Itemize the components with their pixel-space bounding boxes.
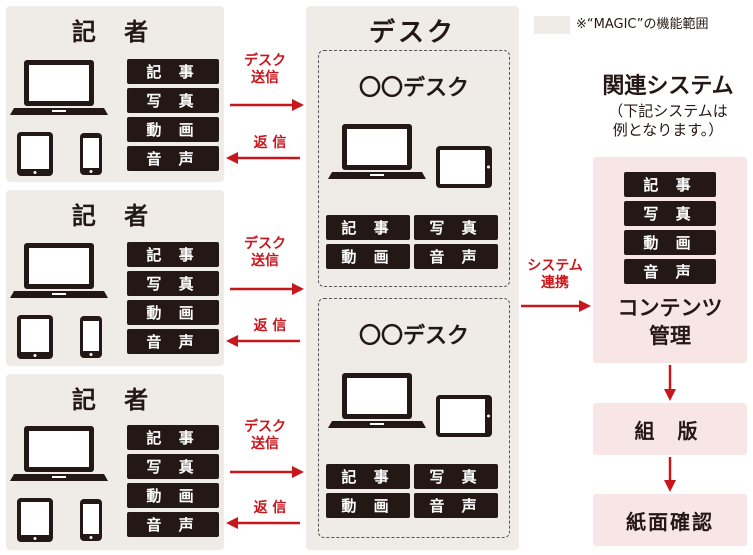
cms-label: コンテンツ管理 — [617, 296, 723, 348]
desk-tag-article: 記 事 — [326, 464, 410, 489]
desk-tag-photo: 写 真 — [414, 215, 498, 240]
phone-icon — [80, 133, 102, 175]
tag-photo: 写 真 — [127, 271, 219, 296]
reporter-3-devices — [10, 426, 108, 542]
laptop-icon — [328, 124, 426, 179]
tag-audio: 音 声 — [127, 512, 219, 537]
legend-swatch — [534, 16, 570, 34]
reply-label-1: 返 信 — [253, 135, 287, 151]
desk-1-devices — [328, 124, 492, 188]
tag-article: 記 事 — [127, 425, 219, 450]
tag-audio: 音 声 — [127, 146, 219, 171]
tag-article: 記 事 — [127, 242, 219, 267]
reporter-2-devices — [10, 243, 108, 359]
desk-name-2: 〇〇デスク — [358, 324, 469, 349]
desk-tag-audio: 音 声 — [414, 493, 498, 518]
arrowhead-icon — [292, 99, 304, 111]
desk-panel — [306, 6, 519, 550]
laptop-icon — [10, 243, 108, 298]
laptop-icon — [10, 426, 108, 481]
cms-tag-article: 記 事 — [624, 172, 716, 197]
arrowhead-icon — [292, 283, 304, 295]
desk-2-devices — [328, 373, 492, 437]
reporter-title-3: 記 者 — [71, 386, 159, 414]
arrowhead-icon — [292, 466, 304, 478]
laptop-icon — [328, 373, 426, 428]
related-note: （下記システムは例となります。） — [608, 102, 728, 139]
phone-icon — [80, 499, 102, 541]
desk-tag-audio: 音 声 — [414, 244, 498, 269]
reply-label-3: 返 信 — [253, 500, 287, 516]
send-label-3: デスク送信 — [244, 419, 286, 452]
cms-tag-video: 動 画 — [624, 230, 716, 255]
tag-photo: 写 真 — [127, 88, 219, 113]
arrowhead-icon — [226, 152, 238, 164]
desk-name-1: 〇〇デスク — [358, 76, 469, 101]
send-label-1: デスク送信 — [244, 53, 286, 86]
reporter-title-2: 記 者 — [71, 202, 159, 230]
laptop-icon — [10, 60, 108, 115]
desk-tag-article: 記 事 — [326, 215, 410, 240]
cms-tag-audio: 音 声 — [624, 259, 716, 284]
arrowhead-icon — [226, 517, 238, 529]
desk-box-2 — [318, 298, 510, 538]
system-link-label: システム連携 — [527, 258, 583, 291]
tag-video: 動 画 — [127, 300, 219, 325]
tag-video: 動 画 — [127, 483, 219, 508]
tablet-icon — [436, 146, 492, 188]
tablet-icon — [17, 498, 53, 542]
desk-tag-video: 動 画 — [326, 493, 410, 518]
reply-label-2: 返 信 — [253, 318, 287, 334]
typeset-box: 組 版 — [593, 403, 747, 455]
related-title: 関連システム — [602, 74, 734, 99]
proof-box: 紙面確認 — [593, 494, 747, 546]
cms-tag-photo: 写 真 — [624, 201, 716, 226]
arrowhead-icon — [664, 480, 676, 492]
send-label-2: デスク送信 — [244, 236, 286, 269]
desk-box-1 — [318, 50, 510, 287]
tablet-icon — [17, 315, 53, 359]
legend-text: ※“MAGIC”の機能範囲 — [576, 17, 709, 32]
tag-photo: 写 真 — [127, 454, 219, 479]
tag-article: 記 事 — [127, 59, 219, 84]
tablet-icon — [17, 132, 53, 176]
desk-title: デスク — [368, 18, 456, 48]
tag-video: 動 画 — [127, 117, 219, 142]
tag-audio: 音 声 — [127, 329, 219, 354]
phone-icon — [80, 316, 102, 358]
tablet-icon — [436, 395, 492, 437]
arrowhead-icon — [579, 300, 591, 312]
desk-tag-video: 動 画 — [326, 244, 410, 269]
desk-tag-photo: 写 真 — [414, 464, 498, 489]
arrowhead-icon — [226, 335, 238, 347]
reporter-1-devices — [10, 60, 108, 176]
reporter-title-1: 記 者 — [71, 18, 159, 46]
arrowhead-icon — [664, 389, 676, 401]
